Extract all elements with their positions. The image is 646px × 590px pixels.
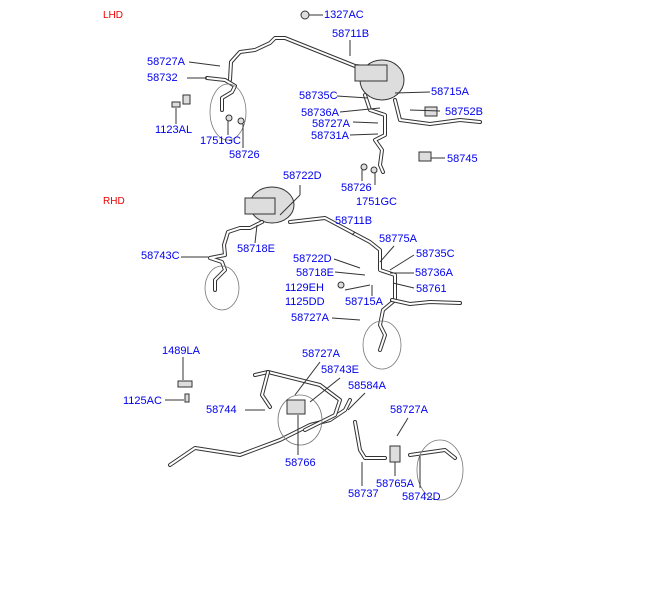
part-label-1125DD[interactable]: 1125DD [285,296,325,308]
part-label-1327AC[interactable]: 1327AC [324,9,364,21]
part-label-1751GC[interactable]: 1751GC [200,135,241,147]
section-label-lhd: LHD [103,10,124,21]
part-label-58737[interactable]: 58737 [348,488,379,500]
part-label-1125AC[interactable]: 1125AC [123,395,162,407]
part-label-1751GC[interactable]: 1751GC [356,196,397,208]
part-label-58584A[interactable]: 58584A [348,380,386,392]
part-label-58736A[interactable]: 58736A [301,107,339,119]
part-label-58727A[interactable]: 58727A [312,118,350,130]
part-label-58743E[interactable]: 58743E [321,364,359,376]
part-label-58735C[interactable]: 58735C [416,248,455,260]
part-label-58745[interactable]: 58745 [447,153,478,165]
part-label-58718E[interactable]: 58718E [296,267,334,279]
rear-assembly [165,357,464,501]
part-label-58711B[interactable]: 58711B [332,28,370,40]
part-label-58743C[interactable]: 58743C [141,250,180,262]
part-label-58735C[interactable]: 58735C [299,90,338,102]
part-label-58722D[interactable]: 58722D [283,170,322,182]
lhd-assembly [171,10,482,185]
part-label-58727A[interactable]: 58727A [147,56,185,68]
part-label-58726[interactable]: 58726 [229,149,260,161]
part-label-58718E[interactable]: 58718E [237,243,275,255]
part-label-58732[interactable]: 58732 [147,72,178,84]
part-label-1489LA[interactable]: 1489LA [162,345,200,357]
part-label-58727A[interactable]: 58727A [302,348,340,360]
clip-icon [424,106,438,117]
part-label-58715A[interactable]: 58715A [345,296,383,308]
part-label-58761[interactable]: 58761 [416,283,447,295]
part-label-1129EH[interactable]: 1129EH [285,282,324,294]
part-label-58731A[interactable]: 58731A [311,130,349,142]
part-label-58775A[interactable]: 58775A [379,233,417,245]
grommet-icon [300,10,310,20]
part-label-58726[interactable]: 58726 [341,182,372,194]
part-label-58715A[interactable]: 58715A [431,86,469,98]
part-label-58744[interactable]: 58744 [206,404,237,416]
part-label-58742D[interactable]: 58742D [402,491,441,503]
section-label-rhd: RHD [103,196,125,207]
part-label-58722D[interactable]: 58722D [293,253,332,265]
part-label-58752B[interactable]: 58752B [445,106,483,118]
part-label-58727A[interactable]: 58727A [390,404,428,416]
part-label-58711B[interactable]: 58711B [335,215,373,227]
part-label-1123AL[interactable]: 1123AL [155,124,193,136]
part-label-58766[interactable]: 58766 [285,457,316,469]
part-label-58765A[interactable]: 58765A [376,478,414,490]
clip-icon [418,151,432,162]
part-label-58727A[interactable]: 58727A [291,312,329,324]
rhd-assembly [181,185,462,370]
part-label-58736A[interactable]: 58736A [415,267,453,279]
